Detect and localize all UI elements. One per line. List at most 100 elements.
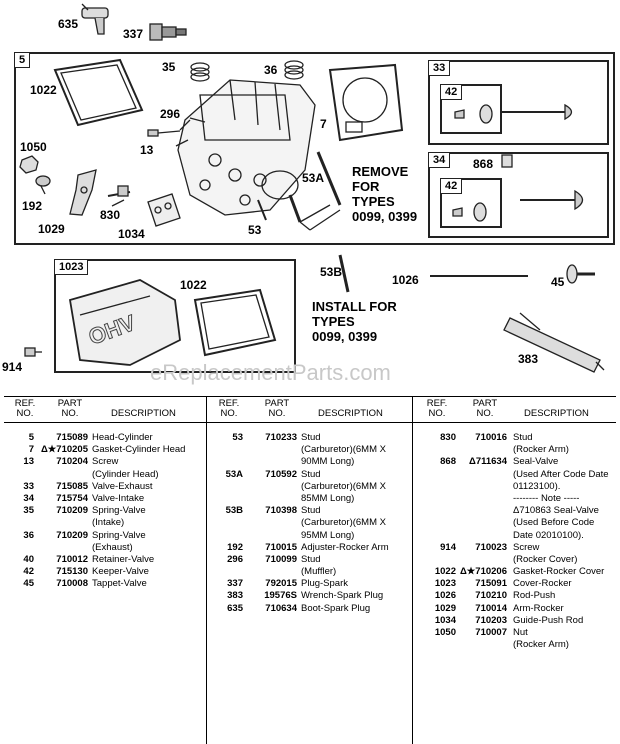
exhaust-valve-illustration: [500, 103, 573, 121]
ref-number: 34: [23, 492, 34, 504]
install-note: INSTALL FOR TYPES 0099, 0399: [312, 299, 397, 344]
callout-36: 36: [264, 63, 278, 77]
part-description: Tappet-Valve: [92, 578, 147, 590]
rocker-cover-gasket-illustration: [53, 58, 144, 127]
push-rod-guide-illustration: [147, 193, 181, 227]
part-description: Stud: [301, 432, 321, 443]
part-number: Δ★710205: [40, 444, 88, 456]
part-number: 715085: [56, 480, 88, 492]
part-description: Valve-Intake: [92, 492, 145, 504]
table-row: 01123100).: [413, 481, 620, 493]
part-number: 710398: [265, 505, 297, 517]
group-label-1023: 1023: [54, 259, 89, 275]
part-number: 710023: [475, 541, 507, 553]
header-ref-3: REF.NO.: [426, 398, 448, 419]
spark-plug-illustration: [149, 23, 187, 41]
column-divider-1: [206, 396, 207, 744]
intake-valve-box: [428, 152, 609, 238]
group-label-5: 5: [14, 52, 31, 68]
part-number: 710008: [56, 578, 88, 590]
rocker-arm-nut-illustration: [19, 155, 39, 174]
part-description: (Used Before Code: [513, 517, 595, 529]
part-description: -------- Note -----: [513, 492, 580, 504]
cylinder-head-group-box: [14, 52, 615, 245]
callout-914: 914: [2, 360, 23, 374]
header-desc-1: DESCRIPTION: [111, 408, 176, 419]
part-description: Spring-Valve: [92, 505, 146, 517]
callout-1050: 1050: [20, 140, 47, 154]
part-description: (Rocker Cover): [513, 553, 578, 565]
part-number: 710007: [475, 627, 507, 638]
valve-spring-exhaust-illustration: [284, 60, 304, 80]
part-description: Nut: [513, 627, 528, 638]
callout-35: 35: [162, 60, 176, 74]
table-row: (Intake): [0, 517, 206, 529]
part-description: 90MM Long): [301, 456, 355, 468]
part-number: 710203: [475, 614, 507, 626]
remove-note-line-1: REMOVE: [352, 164, 409, 179]
valve-seal-illustration: [501, 154, 513, 168]
ref-number: 914: [440, 541, 456, 553]
intake-valve-illustration: [520, 189, 584, 211]
part-description: Wrench-Spark Plug: [301, 590, 384, 602]
part-description: Head-Cylinder: [92, 432, 153, 443]
group-label-42b: 42: [440, 178, 463, 194]
part-number: 710099: [265, 553, 297, 565]
part-number: 715754: [56, 492, 88, 504]
valve-spring-intake-illustration: [190, 62, 210, 82]
ref-number: 337: [227, 578, 243, 590]
part-description: Keeper-Valve: [92, 566, 149, 578]
remove-note: REMOVE FOR TYPES 0099, 0399: [352, 164, 417, 224]
part-description: 85MM Long): [301, 492, 355, 504]
ref-number: 383: [227, 590, 243, 602]
callout-53b: 53B: [320, 265, 343, 279]
table-header-rule: [4, 422, 616, 423]
exploded-view-illustration: OHV: [19, 3, 605, 373]
callout-53: 53: [248, 223, 262, 237]
part-description: Date 02010100).: [513, 529, 584, 541]
part-description: Screw: [92, 456, 119, 468]
spark-plug-boot-illustration: [81, 3, 109, 35]
table-row: 34 715754 Valve-Intake: [0, 493, 206, 505]
part-description: Cover-Rocker: [513, 578, 572, 590]
header-ref-1: REF.NO.: [14, 398, 36, 419]
callout-635: 635: [58, 17, 79, 31]
cylinder-head-screw-illustration: [147, 129, 181, 137]
ref-number: 1050: [434, 627, 456, 638]
part-description: (Exhaust): [92, 541, 133, 553]
part-description: Screw: [513, 541, 540, 553]
callout-830: 830: [100, 208, 121, 222]
carburetor-stud-53a-illustration: [316, 151, 342, 206]
part-description: Stud: [301, 553, 321, 565]
part-description: (Used After Code Date: [513, 468, 609, 480]
part-description: Spring-Valve: [92, 529, 146, 541]
header-desc-2: DESCRIPTION: [318, 408, 383, 419]
part-description: (Carburetor)(6MM X: [301, 444, 386, 456]
ref-number: 53B: [225, 505, 243, 517]
callout-1026: 1026: [392, 273, 419, 287]
part-number: 710016: [475, 432, 507, 443]
part-description: Gasket-Cylinder Head: [92, 444, 186, 456]
part-number: 715130: [56, 566, 88, 578]
table-row: (Carburetor)(6MM X: [207, 517, 412, 529]
part-number: 710204: [56, 456, 88, 468]
ref-number: 5: [28, 432, 34, 443]
group-label-34: 34: [428, 152, 451, 168]
keeper-box-42b: [440, 178, 502, 228]
rocker-cover-box: [54, 259, 296, 373]
header-desc-3: DESCRIPTION: [524, 408, 589, 419]
cylinder-head-gasket-illustration: [328, 63, 404, 142]
table-row: (Used After Code Date: [413, 469, 620, 481]
part-number: 710233: [265, 432, 297, 443]
